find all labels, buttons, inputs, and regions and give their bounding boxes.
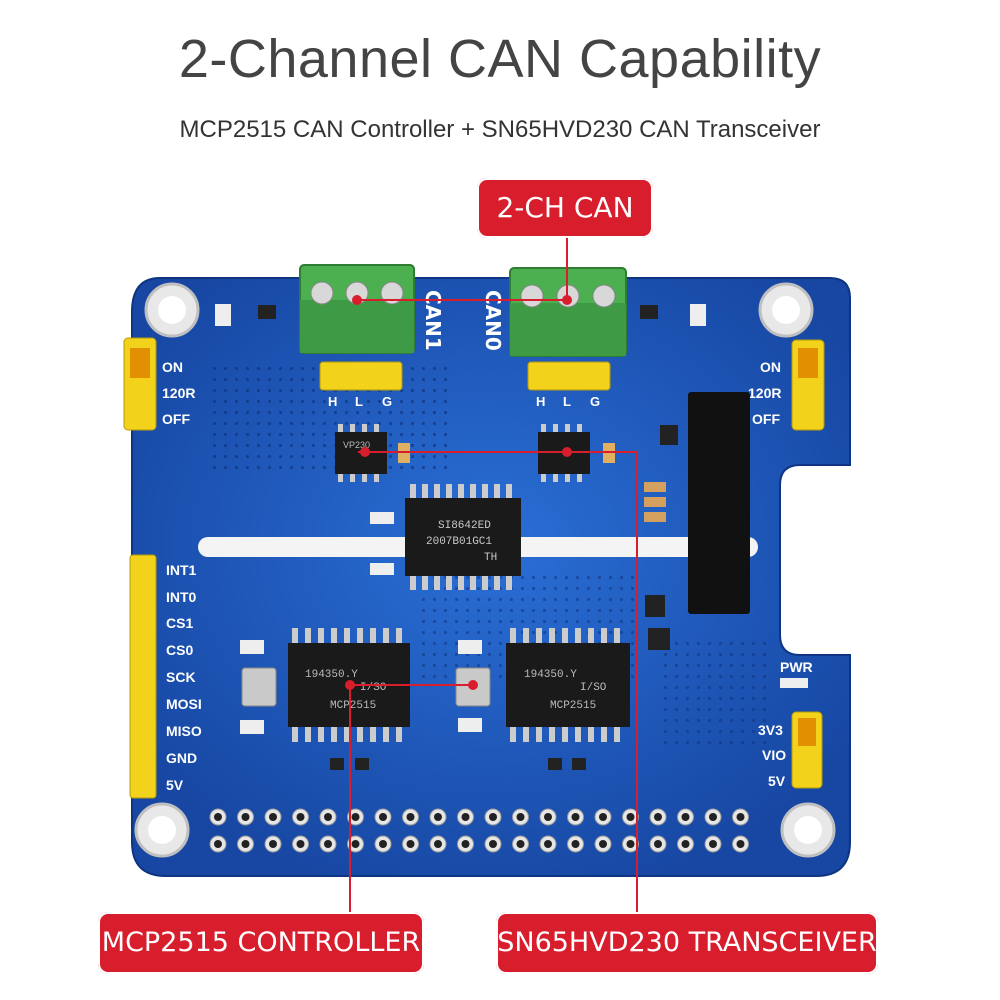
gpio-hole-center [709, 813, 717, 821]
hlg-label: H [328, 394, 337, 409]
hlg-label: L [355, 394, 363, 409]
gpio-hole-center [351, 813, 360, 821]
gpio-hole-center [461, 813, 470, 821]
isolator-marking-3: TH [484, 552, 497, 564]
gpio-hole-center [709, 840, 717, 848]
pin-label-cs0: CS0 [166, 642, 193, 658]
gpio-hole-center [544, 813, 552, 821]
via-field [660, 640, 770, 750]
gpio-hole-center [406, 813, 415, 821]
gpio-hole-center [654, 840, 662, 848]
pin-label-cs1: CS1 [166, 615, 193, 631]
pin-label-miso: MISO [166, 723, 202, 739]
can0-terminal-block [509, 267, 627, 357]
pin-label-mosi: MOSI [166, 696, 202, 712]
gpio-hole-center [296, 813, 305, 821]
gpio-hole-center [599, 840, 607, 848]
crystal-oscillator [241, 667, 277, 707]
left-jumper-120r: 120R [162, 385, 195, 401]
gpio-hole-center [571, 813, 580, 821]
isolator-marking-2: 2007B01GC1 [426, 536, 492, 548]
gpio-hole-center [214, 813, 222, 821]
gpio-hole-center [241, 813, 250, 821]
mcp-marking-part: MCP2515 [550, 700, 596, 712]
right-jumper-off: OFF [752, 411, 780, 427]
gpio-hole-center [434, 813, 442, 821]
right-jumper-on: ON [760, 359, 781, 375]
callout-sn65hvd230-transceiver: SN65HVD230 TRANSCEIVER [496, 912, 878, 974]
hlg-label: G [382, 394, 392, 409]
mcp-marking-lot: 194350.Y [524, 669, 577, 681]
gpio-hole-center [544, 840, 552, 848]
gpio-hole-center [324, 813, 332, 821]
power-label-5v: 5V [768, 773, 786, 789]
chip-marking: VP230 [343, 440, 370, 450]
gpio-hole-center [269, 813, 277, 821]
mcp-marking-part: MCP2515 [330, 700, 376, 712]
black-pin-header [688, 392, 750, 614]
callout-mcp2515-controller: MCP2515 CONTROLLER [98, 912, 424, 974]
can1-hlg-header [319, 361, 403, 391]
gpio-hole-center [406, 840, 415, 848]
gpio-hole-center [214, 840, 222, 848]
pin-label-sck: SCK [166, 669, 196, 685]
gpio-hole-center [489, 813, 497, 821]
gpio-hole-center [434, 840, 442, 848]
hlg-label: G [590, 394, 600, 409]
left-jumper-on: ON [162, 359, 183, 375]
gpio-hole-center [461, 840, 470, 848]
can0-hlg-header [527, 361, 611, 391]
jumper-cap [798, 348, 818, 378]
gpio-hole-center [516, 813, 525, 821]
gpio-hole-center [269, 840, 277, 848]
gpio-hole-center [736, 813, 745, 821]
pin-label-5v: 5V [166, 777, 184, 793]
mcp-marking-iso: I/SO [580, 682, 607, 694]
jumper-cap [798, 718, 816, 746]
gpio-hole-center [626, 840, 635, 848]
isolator-marking-1: SI8642ED [438, 520, 491, 532]
gpio-hole-center [351, 840, 360, 848]
gpio-hole-center [681, 813, 690, 821]
pwr-label: PWR [780, 659, 813, 675]
gpio-hole-center [296, 840, 305, 848]
page-subtitle: MCP2515 CAN Controller + SN65HVD230 CAN … [179, 116, 821, 143]
gpio-hole-center [654, 813, 662, 821]
gpio-hole-center [489, 840, 497, 848]
gpio-header-holes [209, 808, 749, 853]
jumper-cap [130, 348, 150, 378]
hlg-label: L [563, 394, 571, 409]
gpio-hole-center [379, 840, 387, 848]
page-title: 2-Channel CAN Capability [178, 29, 822, 89]
power-label-vio: VIO [762, 747, 786, 763]
callout-dots [345, 295, 572, 690]
right-jumper-120r: 120R [748, 385, 781, 401]
gpio-hole-center [241, 840, 250, 848]
gpio-hole-center [324, 840, 332, 848]
gpio-hole-center [379, 813, 387, 821]
gpio-hole-center [626, 813, 635, 821]
mcp2515-chip-2: 194350.Y I/SO MCP2515 [506, 628, 630, 742]
gpio-hole-center [681, 840, 690, 848]
left-jumper-off: OFF [162, 411, 190, 427]
hlg-label: H [536, 394, 545, 409]
mcp-marking-lot: 194350.Y [305, 669, 358, 681]
callout-lines [349, 238, 638, 912]
smd-components [215, 304, 706, 770]
isolator-chip: SI8642ED 2007B01GC1 TH [405, 484, 521, 590]
callout-2ch-can: 2-CH CAN [477, 178, 653, 238]
power-label-3v3: 3V3 [758, 722, 783, 738]
mcp-marking-iso: I/SO [360, 682, 387, 694]
gpio-hole-center [736, 840, 745, 848]
pin-label-int0: INT0 [166, 589, 197, 605]
pin-label-gnd: GND [166, 750, 197, 766]
gpio-hole-center [516, 840, 525, 848]
pwr-led [780, 678, 808, 688]
gpio-hole-center [571, 840, 580, 848]
gpio-hole-center [599, 813, 607, 821]
pin-label-int1: INT1 [166, 562, 197, 578]
control-pin-header [129, 554, 157, 799]
can1-terminal-block [299, 264, 415, 354]
